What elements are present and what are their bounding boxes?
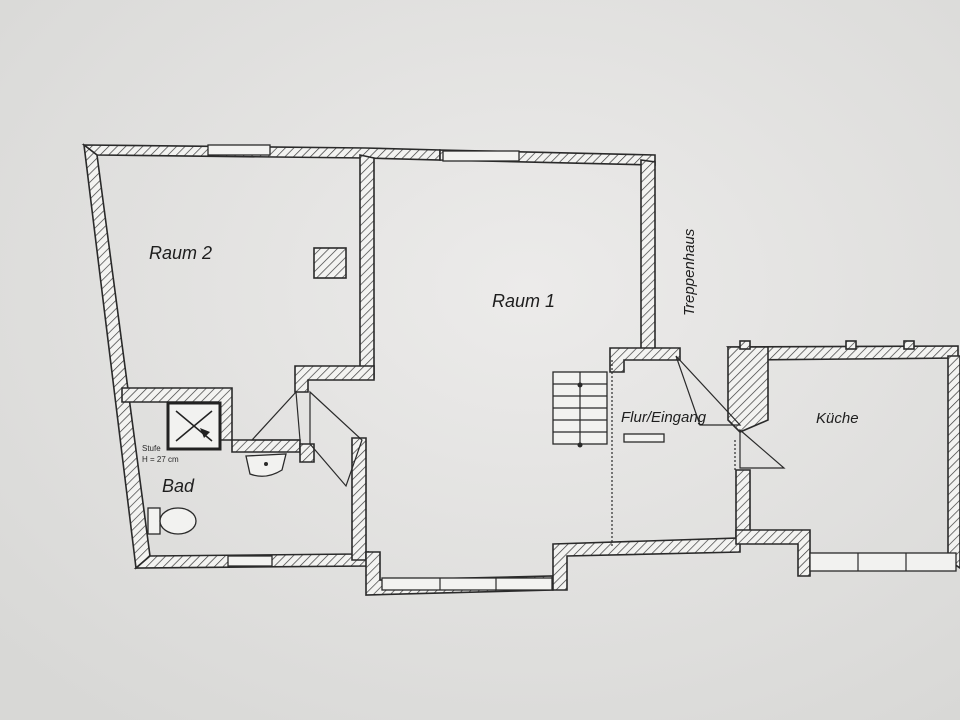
wall-raum2-bottom-right [294, 365, 375, 393]
kueche-block [725, 340, 960, 577]
wall-raum2-raum1 [359, 154, 375, 379]
door-kueche [739, 428, 786, 469]
wall-kueche-left-upper [727, 346, 769, 433]
label-kueche: Küche [816, 410, 859, 427]
wall-kueche-right [947, 355, 960, 569]
door-bad [309, 390, 363, 488]
stairs [552, 371, 665, 448]
wall-kueche-bottom-left [735, 529, 811, 577]
window-bad [227, 555, 273, 567]
label-bad: Bad [162, 476, 195, 496]
wall-bad-inner [231, 439, 301, 453]
label-treppenhaus: Treppenhaus [681, 228, 698, 316]
label-stufe-height: H = 27 cm [142, 455, 179, 464]
label-raum1: Raum 1 [492, 291, 555, 311]
window-raum1-top [442, 150, 520, 162]
window-raum2 [207, 144, 271, 156]
windows [207, 144, 553, 591]
toilet [147, 507, 197, 535]
flur-step [623, 433, 665, 443]
label-raum2: Raum 2 [149, 243, 212, 263]
fixtures [147, 247, 347, 535]
wall-raum1-right [640, 159, 656, 353]
label-flur: Flur/Eingang [621, 409, 707, 426]
wall-kueche-left-lower [735, 469, 751, 539]
wall-flur-top [609, 347, 681, 373]
wall-bad-stub [299, 443, 315, 463]
label-stufe: Stufe [142, 444, 161, 453]
window-raum1-bottom [381, 577, 553, 591]
door-flur [675, 355, 742, 426]
main-building [81, 143, 741, 596]
door-raum2 [250, 390, 301, 441]
doors [250, 355, 786, 548]
chimney [313, 247, 347, 279]
wall-bad-right [351, 437, 367, 561]
window-kueche [809, 552, 957, 572]
